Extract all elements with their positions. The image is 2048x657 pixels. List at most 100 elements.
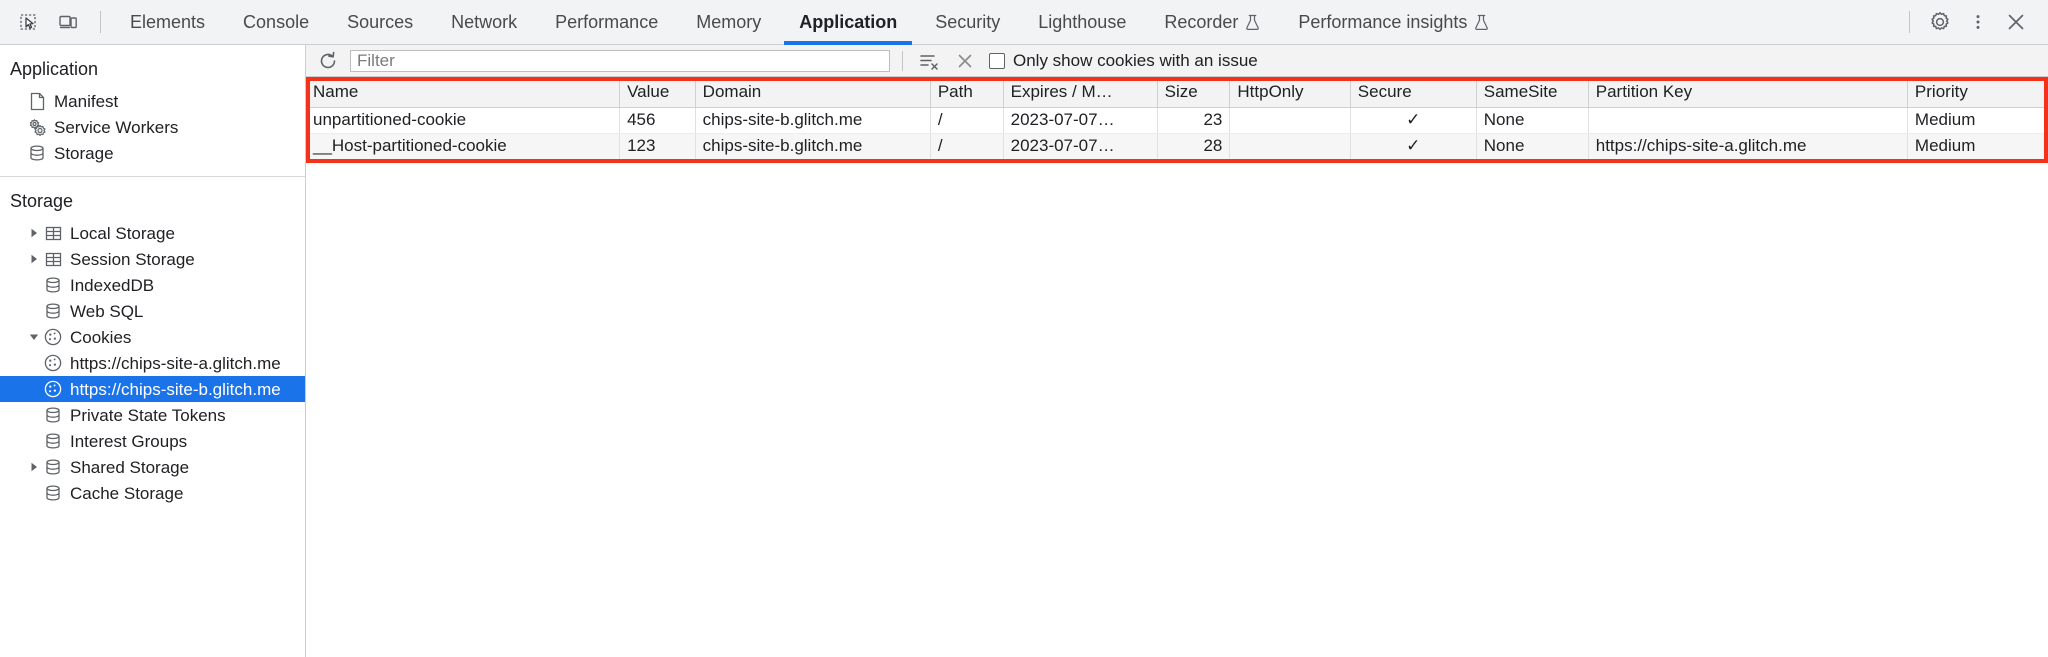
- database-icon: [42, 302, 64, 320]
- tabbar-divider: [100, 11, 101, 33]
- sidebar-item-label: Cache Storage: [70, 483, 184, 503]
- cookie-icon: [42, 380, 64, 398]
- close-icon[interactable]: [1998, 5, 2034, 39]
- refresh-icon[interactable]: [314, 48, 342, 74]
- column-header-secure[interactable]: Secure: [1350, 77, 1477, 108]
- more-vertical-icon[interactable]: [1960, 5, 1996, 39]
- sidebar-item-label: Private State Tokens: [70, 405, 226, 425]
- gears-icon: [26, 118, 48, 137]
- sidebar-section-title-application: Application: [10, 59, 99, 79]
- filter-input[interactable]: [350, 49, 890, 72]
- tab-elements[interactable]: Elements: [111, 0, 224, 45]
- column-header-value[interactable]: Value: [619, 77, 696, 108]
- cell-size: 28: [1157, 133, 1231, 160]
- table-icon: [42, 251, 64, 268]
- sidebar-item-web-sql[interactable]: Web SQL: [0, 298, 305, 324]
- sidebar-item-local-storage[interactable]: Local Storage: [0, 220, 305, 246]
- sidebar-item-label: Session Storage: [70, 249, 195, 269]
- clear-all-x-icon[interactable]: [951, 48, 979, 74]
- tabbar-divider-right: [1909, 11, 1910, 33]
- cell-secure: ✓: [1350, 107, 1477, 134]
- tab-lighthouse[interactable]: Lighthouse: [1019, 0, 1145, 45]
- sidebar-item-cookie-origin-chips-site-a[interactable]: https://chips-site-a.glitch.me: [0, 350, 305, 376]
- cell-partition-key: [1588, 107, 1908, 134]
- clear-filtered-icon[interactable]: [915, 48, 943, 74]
- tab-label: Sources: [347, 11, 414, 32]
- chevron-right-icon[interactable]: [26, 462, 42, 472]
- device-toolbar-icon[interactable]: [50, 5, 86, 39]
- table-row[interactable]: unpartitioned-cookie 456 chips-site-b.gl…: [306, 107, 2048, 134]
- tab-network[interactable]: Network: [432, 0, 536, 45]
- column-header-expires[interactable]: Expires / M…: [1003, 77, 1158, 108]
- column-header-name[interactable]: Name: [306, 77, 621, 108]
- cell-expires: 2023-07-07…: [1003, 107, 1158, 134]
- chevron-right-icon[interactable]: [26, 254, 42, 264]
- database-icon: [42, 406, 64, 424]
- sidebar-item-cookies[interactable]: Cookies: [0, 324, 305, 350]
- experimental-flask-icon: [1245, 14, 1260, 31]
- gear-icon[interactable]: [1922, 5, 1958, 39]
- filter-toolbar-divider: [902, 50, 903, 71]
- sidebar-item-interest-groups[interactable]: Interest Groups: [0, 428, 305, 454]
- table-row[interactable]: __Host-partitioned-cookie 123 chips-site…: [306, 133, 2048, 160]
- sidebar-item-private-state-tokens[interactable]: Private State Tokens: [0, 402, 305, 428]
- tab-sources[interactable]: Sources: [328, 0, 432, 45]
- sidebar-item-cache-storage[interactable]: Cache Storage: [0, 480, 305, 506]
- column-header-priority[interactable]: Priority: [1907, 77, 2048, 108]
- tabbar-right-icons: [1899, 5, 2048, 39]
- sidebar-item-label: IndexedDB: [70, 275, 155, 295]
- column-header-size[interactable]: Size: [1157, 77, 1231, 108]
- sidebar-item-shared-storage[interactable]: Shared Storage: [0, 454, 305, 480]
- cell-samesite: None: [1476, 107, 1589, 134]
- cookie-icon: [42, 354, 64, 372]
- tab-label: Performance: [555, 11, 659, 32]
- cookies-filter-toolbar: Only show cookies with an issue: [306, 45, 2048, 77]
- chevron-right-icon[interactable]: [26, 228, 42, 238]
- column-header-partition-key[interactable]: Partition Key: [1588, 77, 1908, 108]
- sidebar-item-label: Storage: [54, 143, 114, 163]
- sidebar-item-storage[interactable]: Storage: [0, 140, 305, 166]
- devtools-body: Application Manifest: [0, 45, 2048, 657]
- tab-memory[interactable]: Memory: [677, 0, 780, 45]
- checkbox-box[interactable]: [989, 52, 1005, 69]
- cookies-panel: Only show cookies with an issue Name: [306, 45, 2048, 657]
- cell-secure: ✓: [1350, 133, 1477, 160]
- tab-application[interactable]: Application: [780, 0, 916, 45]
- inspect-element-icon[interactable]: [10, 5, 46, 39]
- column-header-path[interactable]: Path: [930, 77, 1004, 108]
- sidebar-item-label: Local Storage: [70, 223, 175, 243]
- sidebar-item-manifest[interactable]: Manifest: [0, 88, 305, 114]
- application-sidebar: Application Manifest: [0, 45, 306, 657]
- tabbar-left-icons: [0, 5, 111, 39]
- sidebar-item-label: Shared Storage: [70, 457, 190, 477]
- tab-performance[interactable]: Performance: [536, 0, 677, 45]
- cell-name: unpartitioned-cookie: [306, 107, 621, 134]
- cell-path: /: [930, 107, 1004, 134]
- document-icon: [26, 92, 48, 111]
- sidebar-item-label: Interest Groups: [70, 431, 188, 451]
- cell-value: 456: [619, 107, 696, 134]
- chevron-down-icon[interactable]: [26, 333, 42, 342]
- column-header-domain[interactable]: Domain: [695, 77, 931, 108]
- cell-domain: chips-site-b.glitch.me: [695, 133, 931, 160]
- tab-security[interactable]: Security: [916, 0, 1019, 45]
- sidebar-item-label: Manifest: [54, 91, 119, 111]
- only-show-issues-checkbox[interactable]: Only show cookies with an issue: [989, 51, 1258, 71]
- cookies-table-header: Name Value Domain Path Expires / M… Size…: [306, 77, 2048, 108]
- sidebar-item-session-storage[interactable]: Session Storage: [0, 246, 305, 272]
- cell-size: 23: [1157, 107, 1231, 134]
- tab-label: Security: [935, 11, 1001, 32]
- column-header-httponly[interactable]: HttpOnly: [1229, 77, 1351, 108]
- cookie-icon: [42, 328, 64, 346]
- sidebar-item-indexeddb[interactable]: IndexedDB: [0, 272, 305, 298]
- tab-performance-insights[interactable]: Performance insights: [1279, 0, 1508, 45]
- sidebar-item-service-workers[interactable]: Service Workers: [0, 114, 305, 140]
- experimental-flask-icon: [1474, 14, 1489, 31]
- column-header-samesite[interactable]: SameSite: [1476, 77, 1589, 108]
- tab-console[interactable]: Console: [224, 0, 328, 45]
- cell-domain: chips-site-b.glitch.me: [695, 107, 931, 134]
- tab-recorder[interactable]: Recorder: [1145, 0, 1279, 45]
- sidebar-item-cookie-origin-chips-site-b[interactable]: https://chips-site-b.glitch.me: [0, 376, 305, 402]
- sidebar-section-application: Application Manifest: [0, 45, 305, 176]
